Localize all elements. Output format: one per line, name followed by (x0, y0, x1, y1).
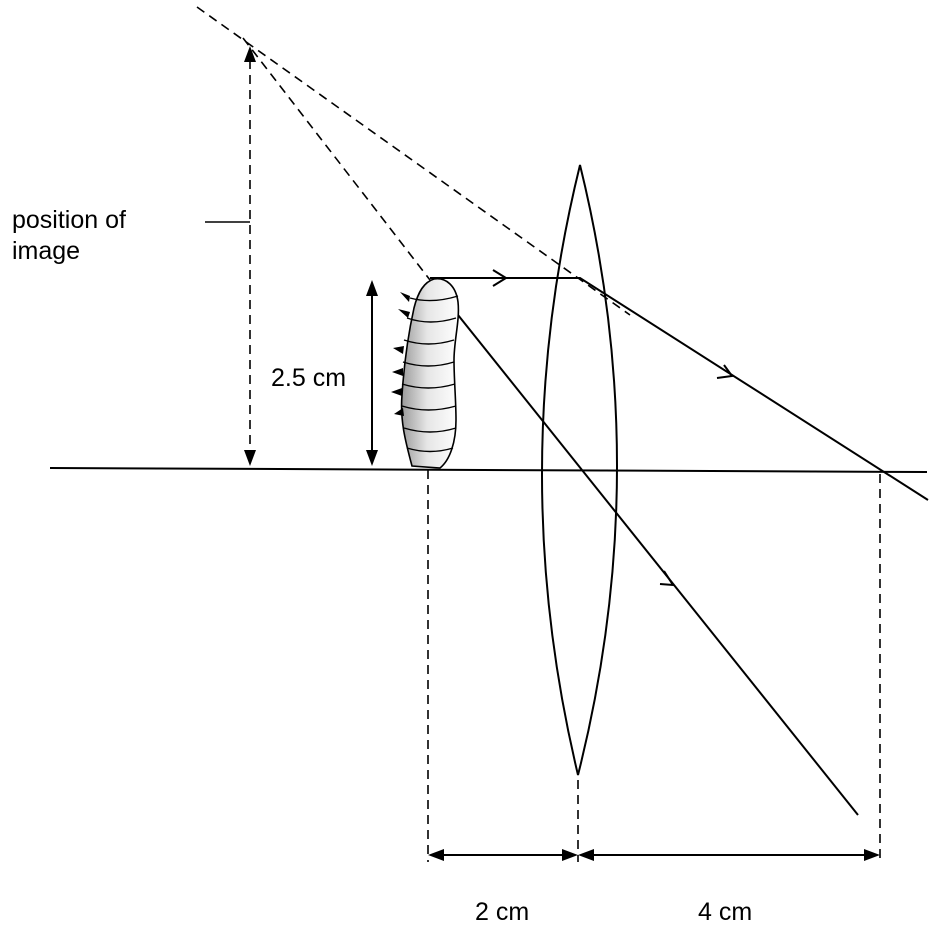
image-arrow-head-top (244, 46, 256, 62)
convex-lens (541, 164, 618, 776)
virtual-ray-dashed-upper (196, 6, 631, 316)
ray-direction-arrow-3 (659, 570, 675, 587)
object-arrow-head-top (366, 280, 378, 296)
image-arrow-head-bottom (244, 450, 256, 466)
object-distance-arrow-head-left (428, 849, 444, 861)
ray-through-centre (429, 279, 859, 816)
focal-distance-arrow-head-right (864, 849, 880, 861)
object-distance-label: 2 cm (475, 898, 530, 926)
object-distance-arrow-head-right (562, 849, 578, 861)
principal-axis (49, 467, 928, 473)
focal-distance-label: 4 cm (698, 898, 753, 926)
ray-direction-arrow-1 (492, 269, 508, 287)
ray-parallel (430, 277, 929, 501)
focal-distance-arrow-head-left (578, 849, 594, 861)
caterpillar-icon (391, 277, 460, 469)
object-arrow-head-bottom (366, 450, 378, 466)
ray-direction-arrow-2 (716, 364, 734, 379)
image-position-label: position of image (12, 206, 126, 265)
virtual-ray-dashed-lower (242, 37, 431, 281)
object-height-label: 2.5 cm (271, 364, 347, 392)
